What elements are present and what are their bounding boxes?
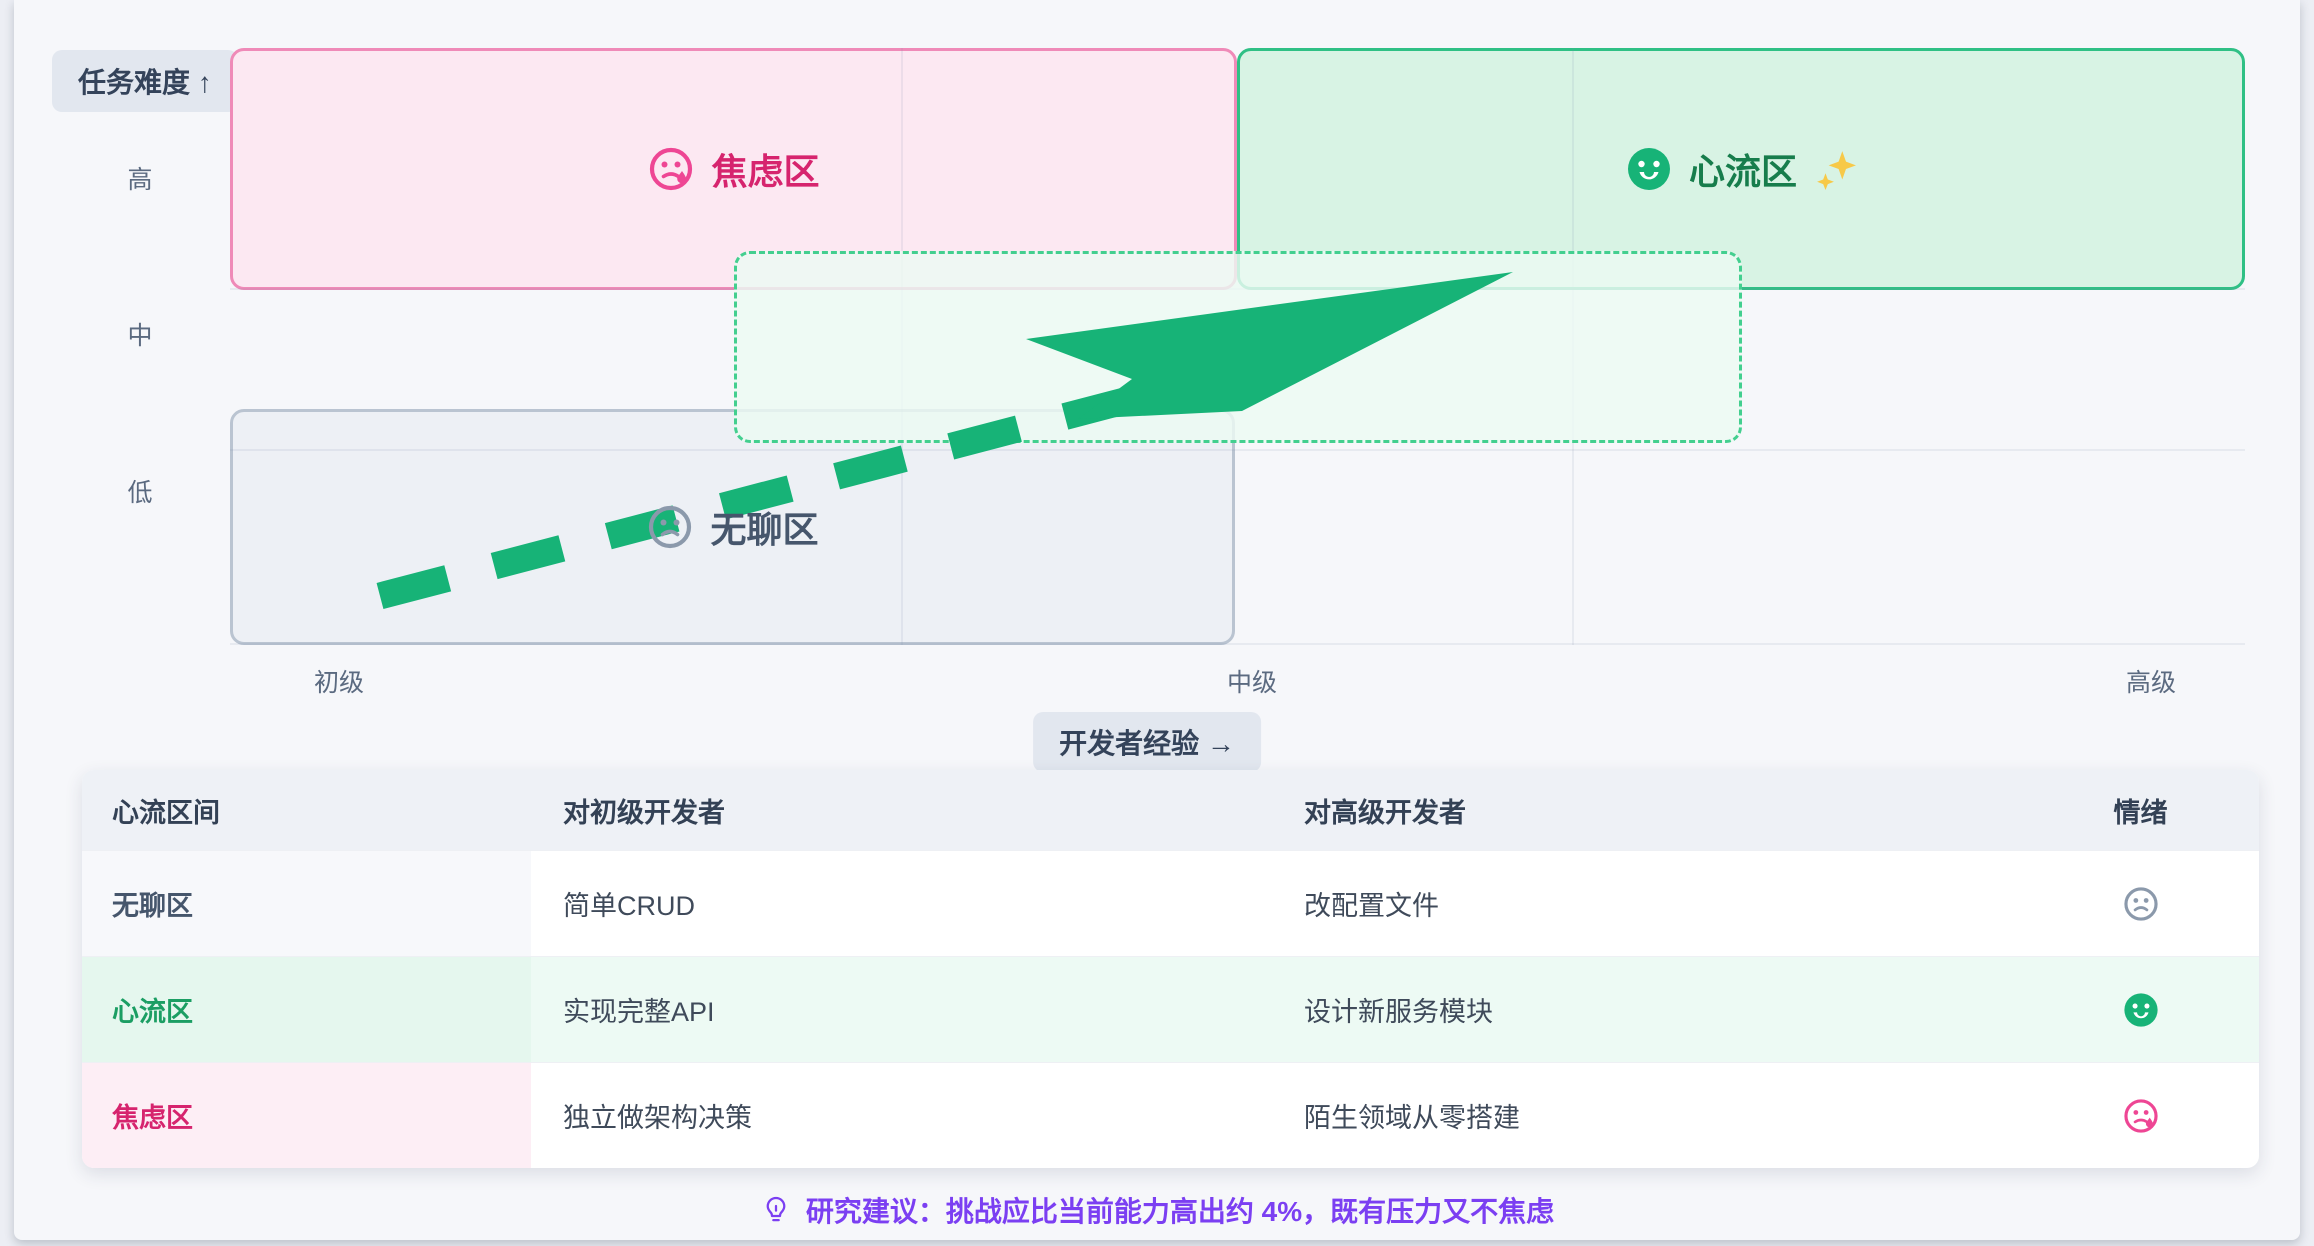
zone-cell: 心流区 bbox=[82, 957, 531, 1062]
junior-cell: 独立做架构决策 bbox=[563, 1103, 752, 1133]
header-senior-dev: 对高级开发者 bbox=[1304, 797, 1466, 828]
grid-line bbox=[230, 449, 2245, 451]
anxious-face-icon bbox=[647, 145, 695, 193]
table-row-boredom: 无聊区 简单CRUD 改配置文件 bbox=[82, 850, 2259, 956]
flow-zone-label: 心流区 bbox=[1237, 48, 2245, 290]
boredom-zone-text: 无聊区 bbox=[710, 509, 819, 550]
flow-quadrant-chart: 焦虑区 心流区 bbox=[230, 48, 2245, 645]
boredom-zone-label: 无聊区 bbox=[230, 409, 1235, 645]
y-tick-mid: 中 bbox=[127, 322, 153, 350]
zone-cell: 焦虑区 bbox=[82, 1063, 531, 1168]
table-row-anxiety: 焦虑区 独立做架构决策 陌生领域从零搭建 bbox=[82, 1062, 2259, 1168]
x-tick-mid: 中级 bbox=[1226, 669, 1277, 697]
anxiety-zone bbox=[230, 48, 1237, 290]
senior-cell: 改配置文件 bbox=[1304, 891, 1439, 921]
sparkles-icon bbox=[1815, 148, 1857, 190]
x-tick-junior: 初级 bbox=[314, 669, 365, 697]
anxiety-zone-text: 焦虑区 bbox=[711, 151, 820, 192]
header-emotion: 情绪 bbox=[2113, 797, 2168, 828]
flow-zone-text: 心流区 bbox=[1688, 151, 1797, 192]
junior-cell: 简单CRUD bbox=[563, 891, 695, 921]
junior-cell: 实现完整API bbox=[563, 997, 715, 1027]
anxiety-zone-label: 焦虑区 bbox=[230, 48, 1237, 290]
research-note: 研究建议：挑战应比当前能力高出约 4%，既有压力又不焦虑 bbox=[14, 1190, 2300, 1230]
flow-zones-table: 心流区间 对初级开发者 对高级开发者 情绪 无聊区 简单CRUD 改配置文件 心… bbox=[82, 770, 2259, 1168]
senior-cell: 陌生领域从零搭建 bbox=[1304, 1103, 1520, 1133]
content-card: 任务难度 ↑ 高 中 低 bbox=[14, 0, 2300, 1240]
y-tick-low: 低 bbox=[127, 479, 153, 507]
smile-face-icon bbox=[1625, 145, 1673, 193]
y-tick-high: 高 bbox=[127, 166, 153, 194]
header-flow-interval: 心流区间 bbox=[112, 797, 220, 828]
frown-emotion-icon bbox=[2022, 851, 2259, 956]
header-junior-dev: 对初级开发者 bbox=[563, 797, 725, 828]
lightbulb-icon bbox=[760, 1194, 792, 1226]
zone-cell: 无聊区 bbox=[82, 851, 531, 956]
table-header-row: 心流区间 对初级开发者 对高级开发者 情绪 bbox=[82, 770, 2259, 850]
research-note-text: 研究建议：挑战应比当前能力高出约 4%，既有压力又不焦虑 bbox=[805, 1196, 1555, 1227]
x-axis-label: 开发者经验 → bbox=[1033, 712, 1261, 772]
anxious-emotion-icon bbox=[2022, 1063, 2259, 1168]
table-row-flow: 心流区 实现完整API 设计新服务模块 bbox=[82, 956, 2259, 1062]
grid-line bbox=[230, 643, 2245, 645]
senior-cell: 设计新服务模块 bbox=[1304, 997, 1493, 1027]
x-tick-senior: 高级 bbox=[2126, 669, 2177, 697]
frown-face-icon bbox=[646, 503, 694, 551]
smile-emotion-icon bbox=[2022, 957, 2259, 1062]
y-axis-label: 任务难度 ↑ bbox=[52, 50, 238, 112]
